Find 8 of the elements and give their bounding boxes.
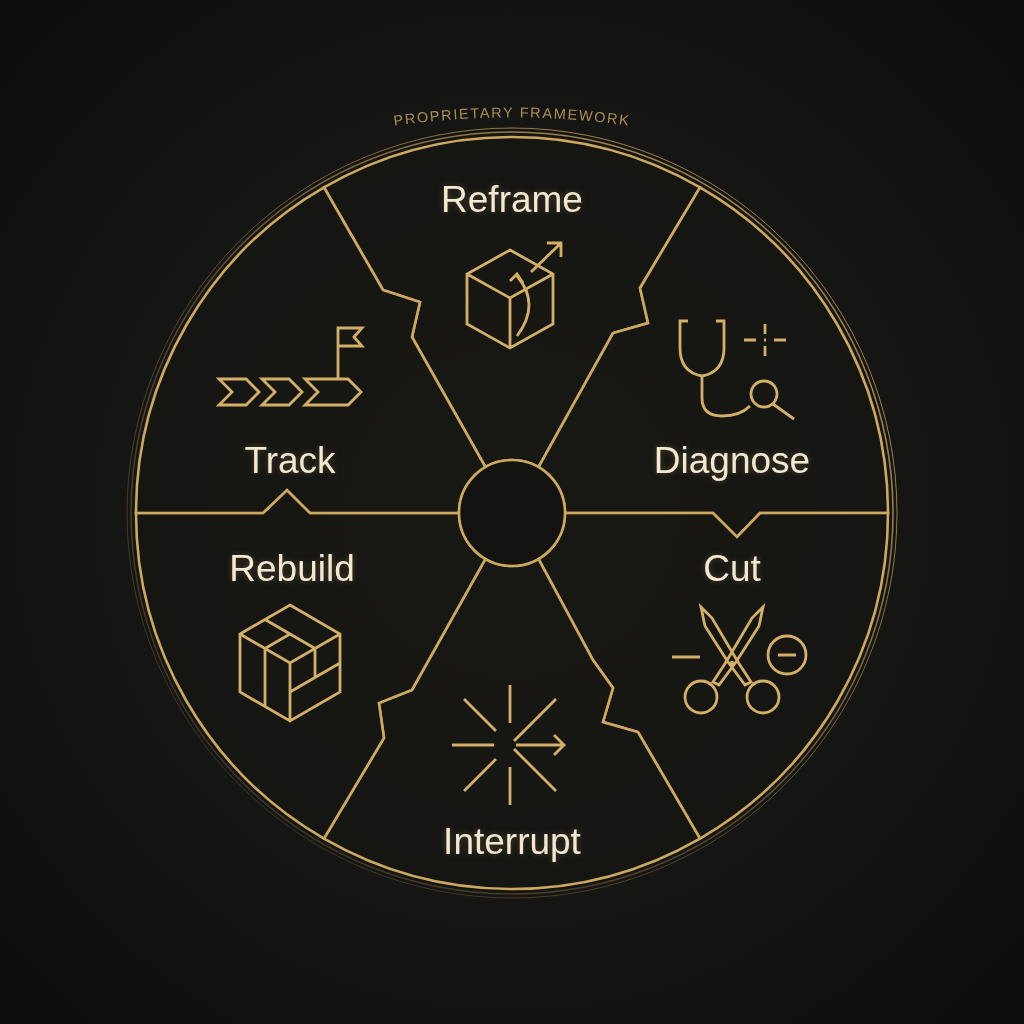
segment-label: Track bbox=[244, 440, 336, 482]
segment-label: Reframe bbox=[441, 179, 583, 221]
segment-label: Diagnose bbox=[653, 440, 811, 482]
hub-circle bbox=[457, 458, 567, 568]
segment-label: Cut bbox=[703, 548, 761, 590]
segment-label: Rebuild bbox=[229, 548, 355, 590]
framework-title: PROPRIETARY FRAMEWORK bbox=[392, 104, 632, 129]
segment-label: Interrupt bbox=[443, 821, 581, 863]
